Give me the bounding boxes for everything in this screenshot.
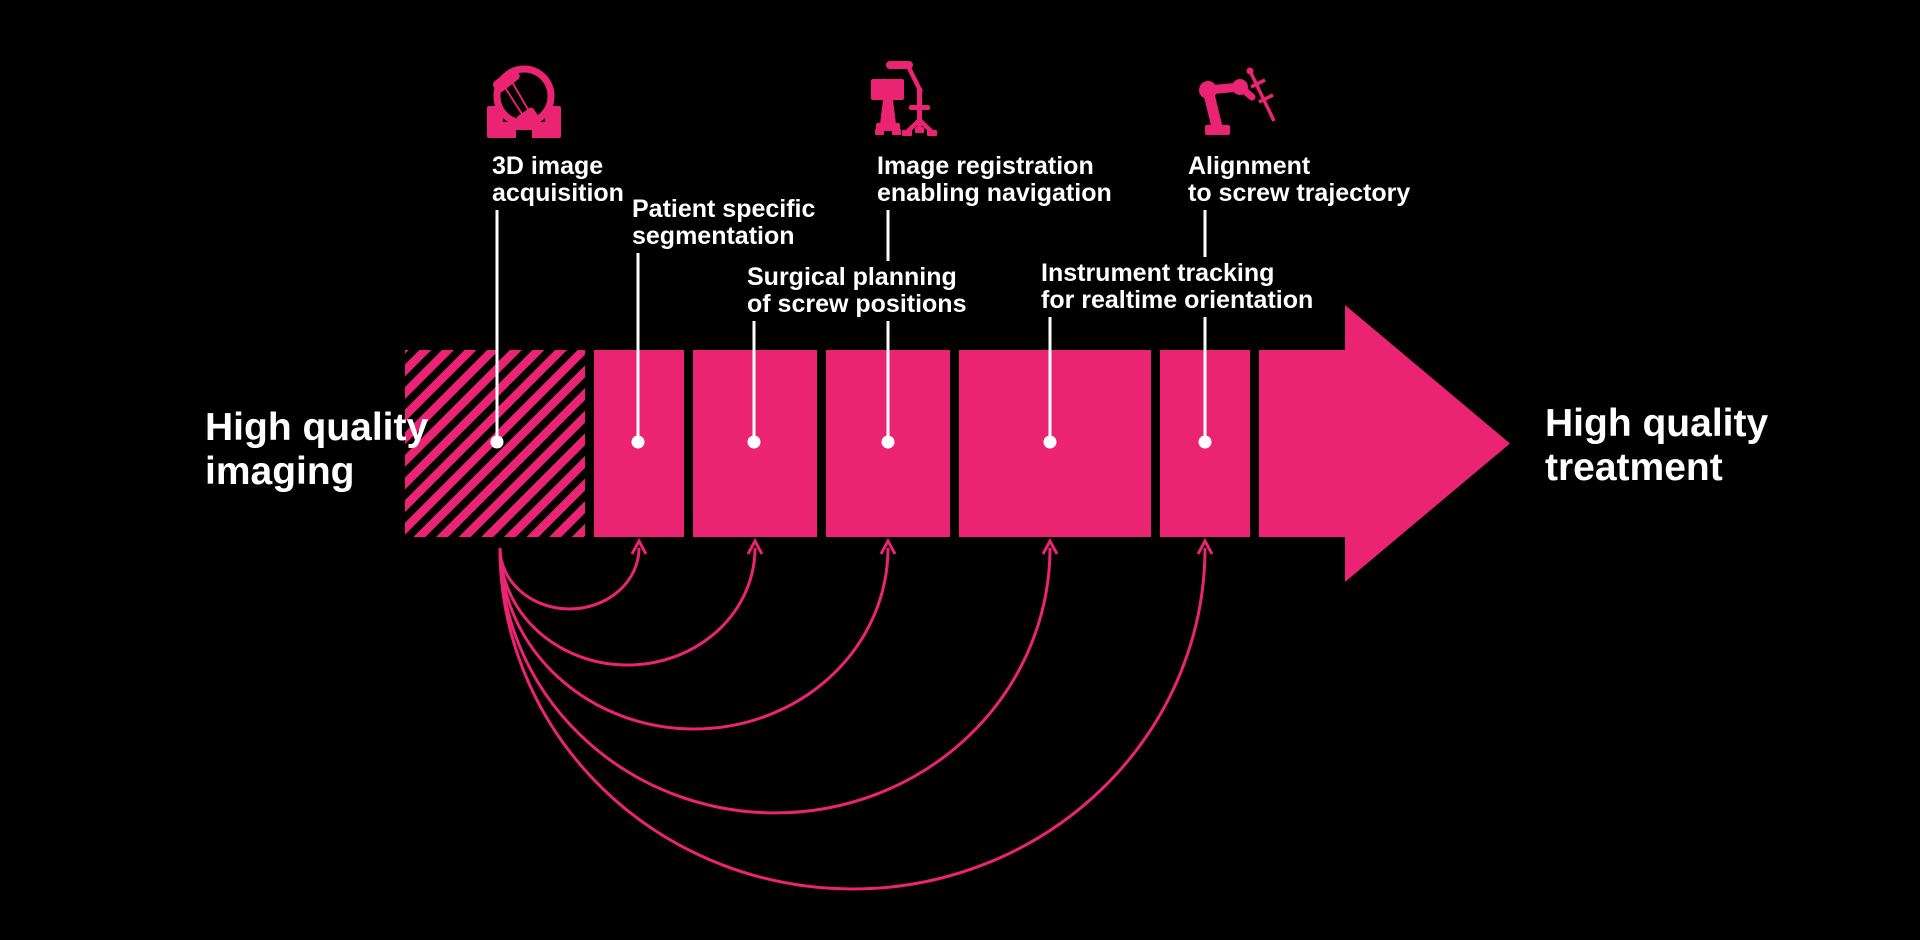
imaging-ring-icon: [487, 65, 561, 138]
step-label-instrument-tracking: Instrument tracking for realtime orienta…: [1041, 257, 1322, 317]
feedback-arrow-2: [498, 547, 757, 667]
marker-dot-6: [1198, 435, 1212, 449]
feedback-arrow-4: [498, 547, 1052, 815]
arrowhead-up-icon: [1041, 537, 1059, 555]
end-label: High quality treatment: [1545, 402, 1769, 489]
marker-dot-1: [490, 435, 504, 449]
arrowhead-up-icon: [630, 537, 648, 555]
marker-dot-3: [747, 435, 761, 449]
process-arrow: [405, 305, 1510, 582]
feedback-arrows: [498, 537, 1214, 891]
feedback-arrow-1: [498, 547, 641, 611]
navigation-camera-icon: [871, 61, 937, 136]
step-label-alignment-to-screw-trajectory: Alignment to screw trajectory: [1188, 150, 1419, 210]
start-label: High quality imaging: [205, 406, 429, 493]
step-label-surgical-planning: Surgical planning of screw positions: [747, 261, 975, 321]
arrowhead-up-icon: [879, 537, 897, 555]
step-label-image-registration: Image registration enabling navigation: [877, 150, 1120, 210]
robot-arm-icon: [1199, 67, 1276, 135]
step-label-patient-specific-segmentation: Patient specific segmentation: [632, 193, 824, 253]
step-label-3d-image-acquisition: 3D image acquisition: [492, 150, 632, 210]
feedback-arrow-3: [498, 547, 890, 731]
arrow-head: [1259, 305, 1510, 582]
marker-dot-2: [631, 435, 645, 449]
arrowhead-up-icon: [1196, 537, 1214, 555]
arrowhead-up-icon: [746, 537, 764, 555]
feedback-arrow-5: [498, 547, 1207, 891]
marker-dot-5: [1043, 435, 1057, 449]
marker-dot-4: [881, 435, 895, 449]
